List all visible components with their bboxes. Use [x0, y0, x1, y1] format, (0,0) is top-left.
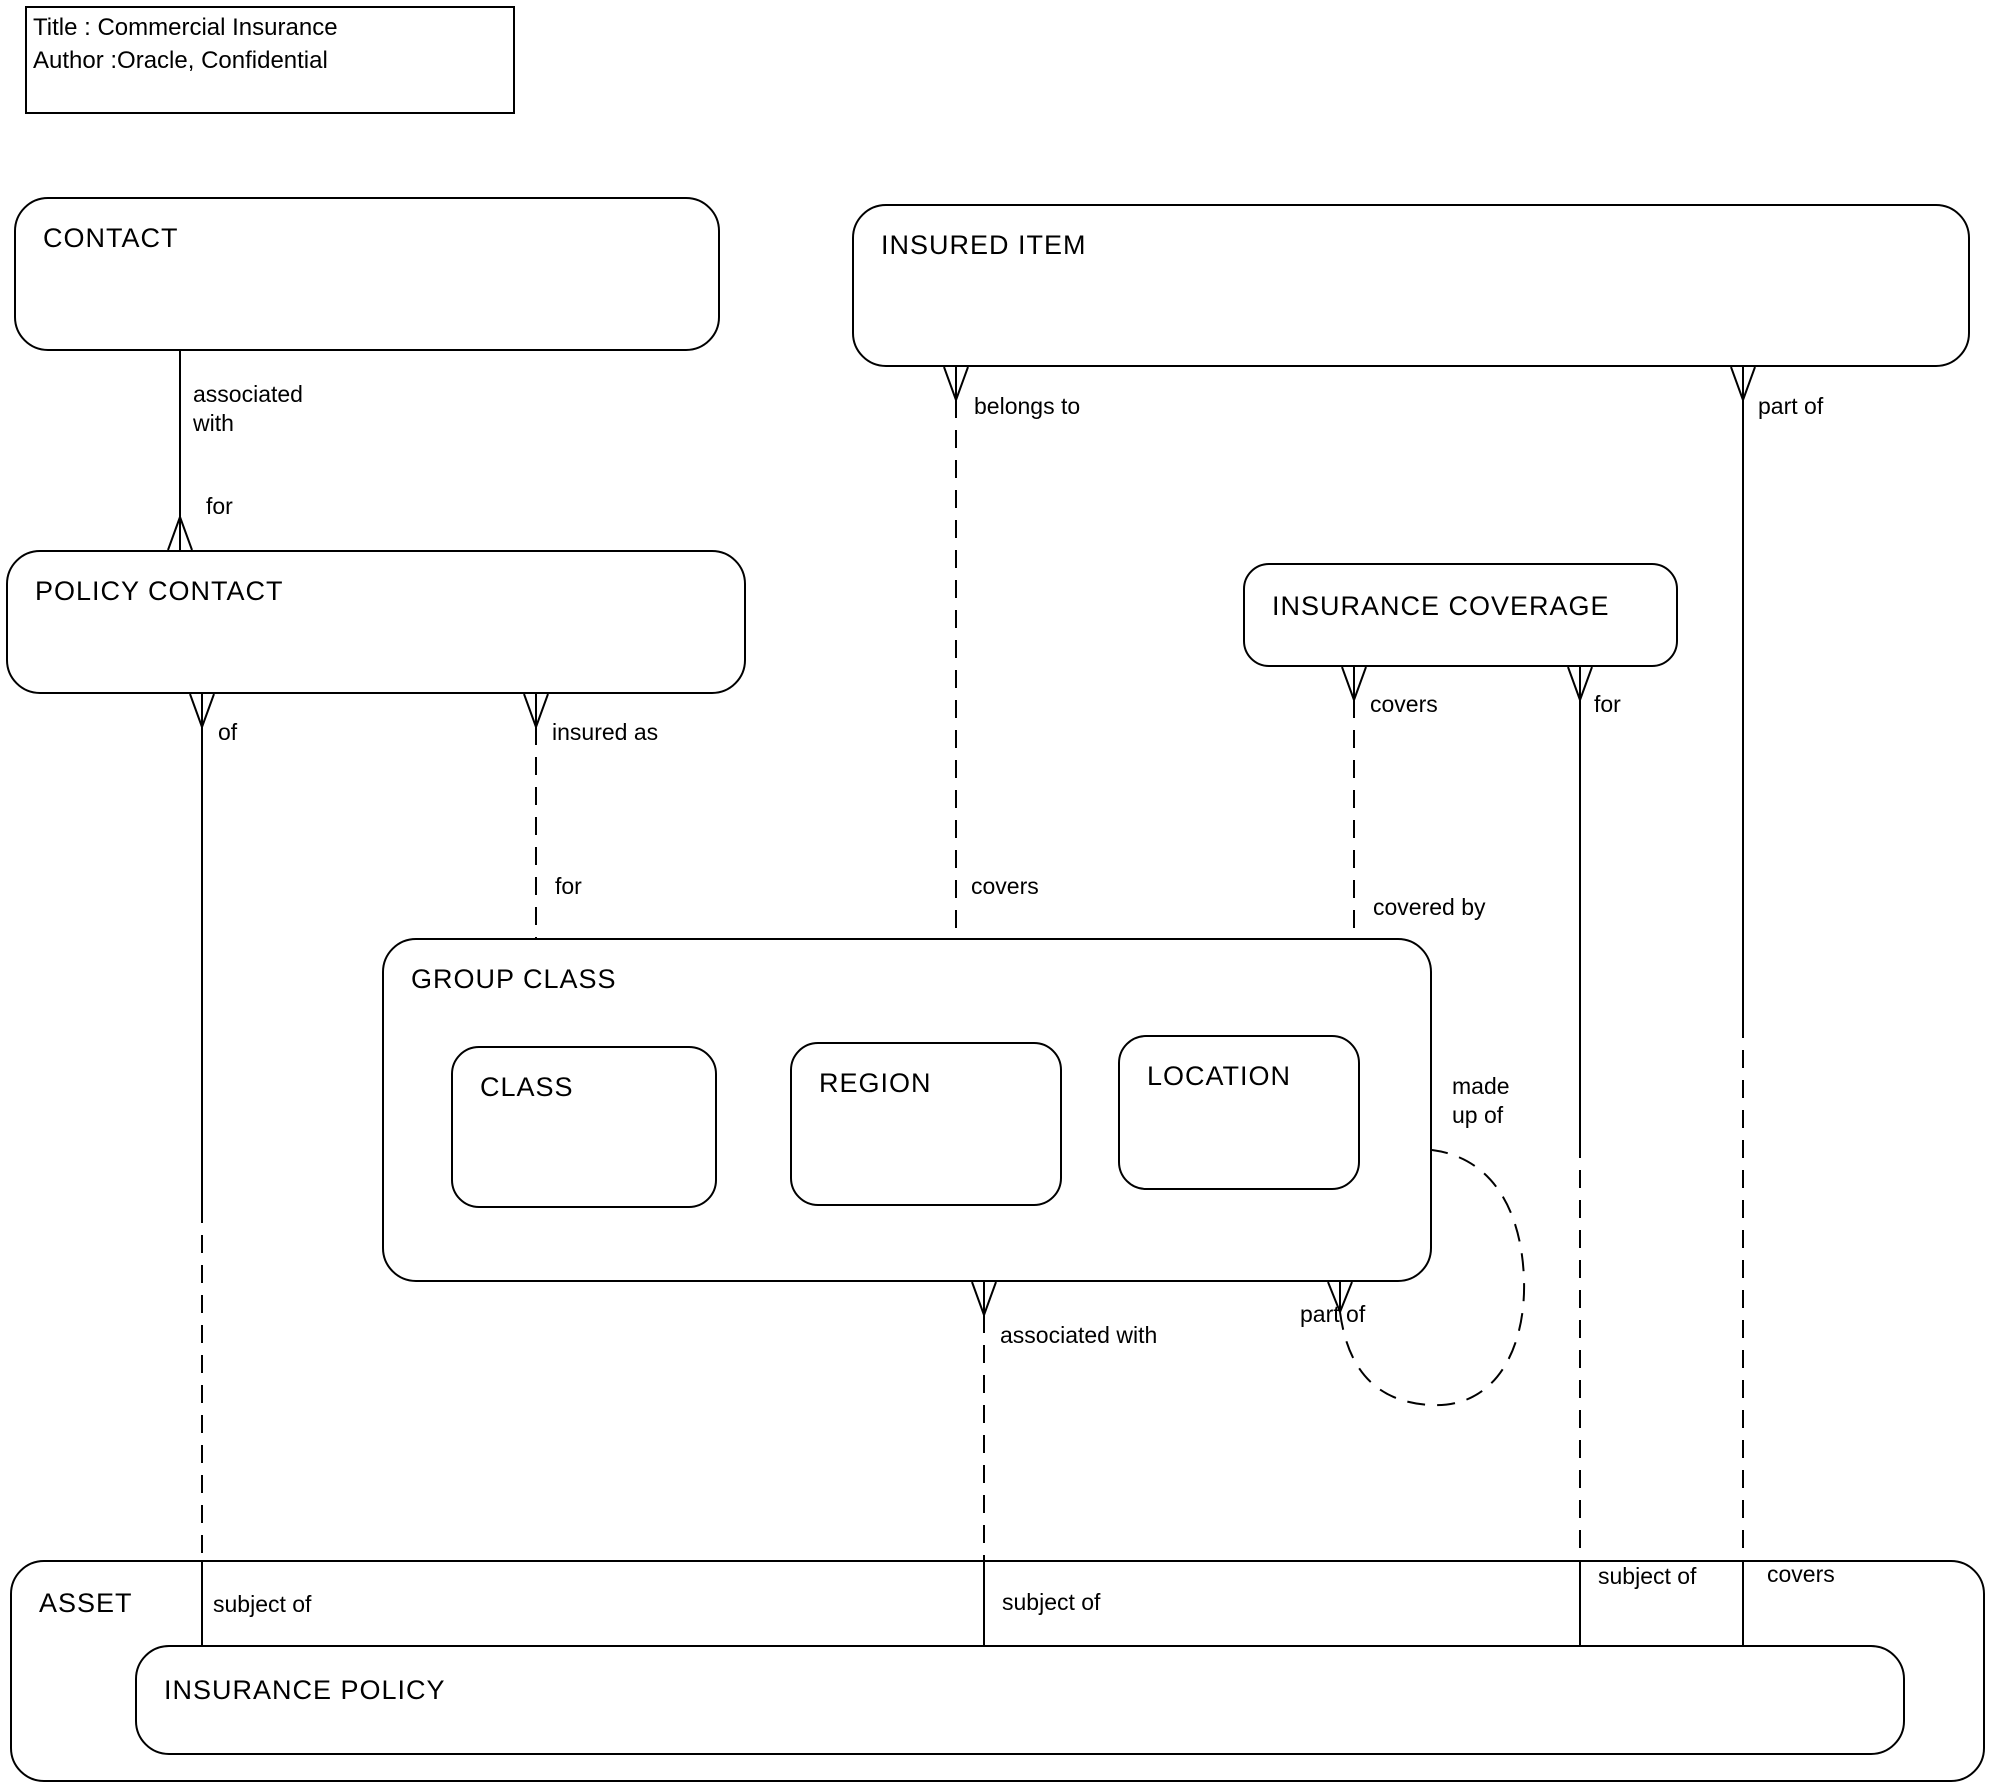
diagram-author-line: Author :Oracle, Confidential — [33, 47, 328, 74]
rel-label-part-of-insured-item: part of — [1758, 393, 1824, 419]
rel-label-for-coverage: for — [1594, 691, 1621, 717]
entity-insurance-coverage-label: INSURANCE COVERAGE — [1272, 591, 1610, 621]
entity-class-label: CLASS — [480, 1072, 574, 1102]
rel-label-insured-as: insured as — [552, 719, 659, 745]
rel-label-covers-group-class: covers — [971, 873, 1039, 899]
crows-foot-for-coverage — [1567, 666, 1593, 701]
rel-label-associated-with: associated with — [193, 381, 303, 436]
rel-label-of: of — [218, 719, 238, 745]
rel-label-belongs-to: belongs to — [974, 393, 1081, 419]
entity-insured-item: INSURED ITEM — [852, 204, 1970, 367]
rel-label-part-of-group-class: part of — [1300, 1301, 1366, 1327]
rel-label-covers-coverage: covers — [1370, 691, 1438, 717]
crows-foot-covers-coverage — [1341, 666, 1367, 701]
entity-group-class-label: GROUP CLASS — [411, 964, 617, 994]
entity-insurance-coverage: INSURANCE COVERAGE — [1243, 563, 1678, 667]
crows-foot-belongs-to — [943, 366, 969, 401]
rel-label-subject-of-3: subject of — [1598, 1563, 1697, 1589]
diagram-title-line: Title : Commercial Insurance — [33, 14, 338, 41]
diagram-title-box: Title : Commercial Insurance Author :Ora… — [25, 6, 515, 114]
entity-asset-label: ASSET — [39, 1588, 133, 1618]
rel-label-associated-with-2: associated with — [1000, 1322, 1158, 1348]
entity-insurance-policy: INSURANCE POLICY — [135, 1645, 1905, 1755]
rel-label-subject-of-2: subject of — [1002, 1589, 1101, 1615]
entity-insured-item-label: INSURED ITEM — [881, 230, 1087, 260]
rel-label-made-up-of: made up of — [1452, 1073, 1510, 1128]
entity-region: REGION — [790, 1042, 1062, 1206]
entity-asset: ASSET — [10, 1560, 1985, 1782]
entity-policy-contact-label: POLICY CONTACT — [35, 576, 284, 606]
rel-label-for-group-class: for — [555, 873, 582, 899]
entity-contact-label: CONTACT — [43, 223, 179, 253]
rel-label-for-policy-contact: for — [206, 493, 233, 519]
rel-label-covers-policy: covers — [1767, 1561, 1835, 1587]
entity-region-label: REGION — [819, 1068, 932, 1098]
rel-label-covered-by: covered by — [1373, 894, 1486, 920]
crows-foot-associated-with-2 — [971, 1281, 997, 1316]
entity-group-class: GROUP CLASS — [382, 938, 1432, 1282]
crows-foot-of — [189, 693, 215, 728]
entity-contact: CONTACT — [14, 197, 720, 351]
crows-foot-part-of-insured-item — [1730, 366, 1756, 401]
rel-label-subject-of-1: subject of — [213, 1591, 312, 1617]
crows-foot-policy-contact-top — [167, 516, 193, 551]
entity-class: CLASS — [451, 1046, 717, 1208]
entity-insurance-policy-label: INSURANCE POLICY — [164, 1675, 446, 1705]
entity-location: LOCATION — [1118, 1035, 1360, 1190]
entity-policy-contact: POLICY CONTACT — [6, 550, 746, 694]
entity-location-label: LOCATION — [1147, 1061, 1292, 1091]
crows-foot-insured-as — [523, 693, 549, 728]
